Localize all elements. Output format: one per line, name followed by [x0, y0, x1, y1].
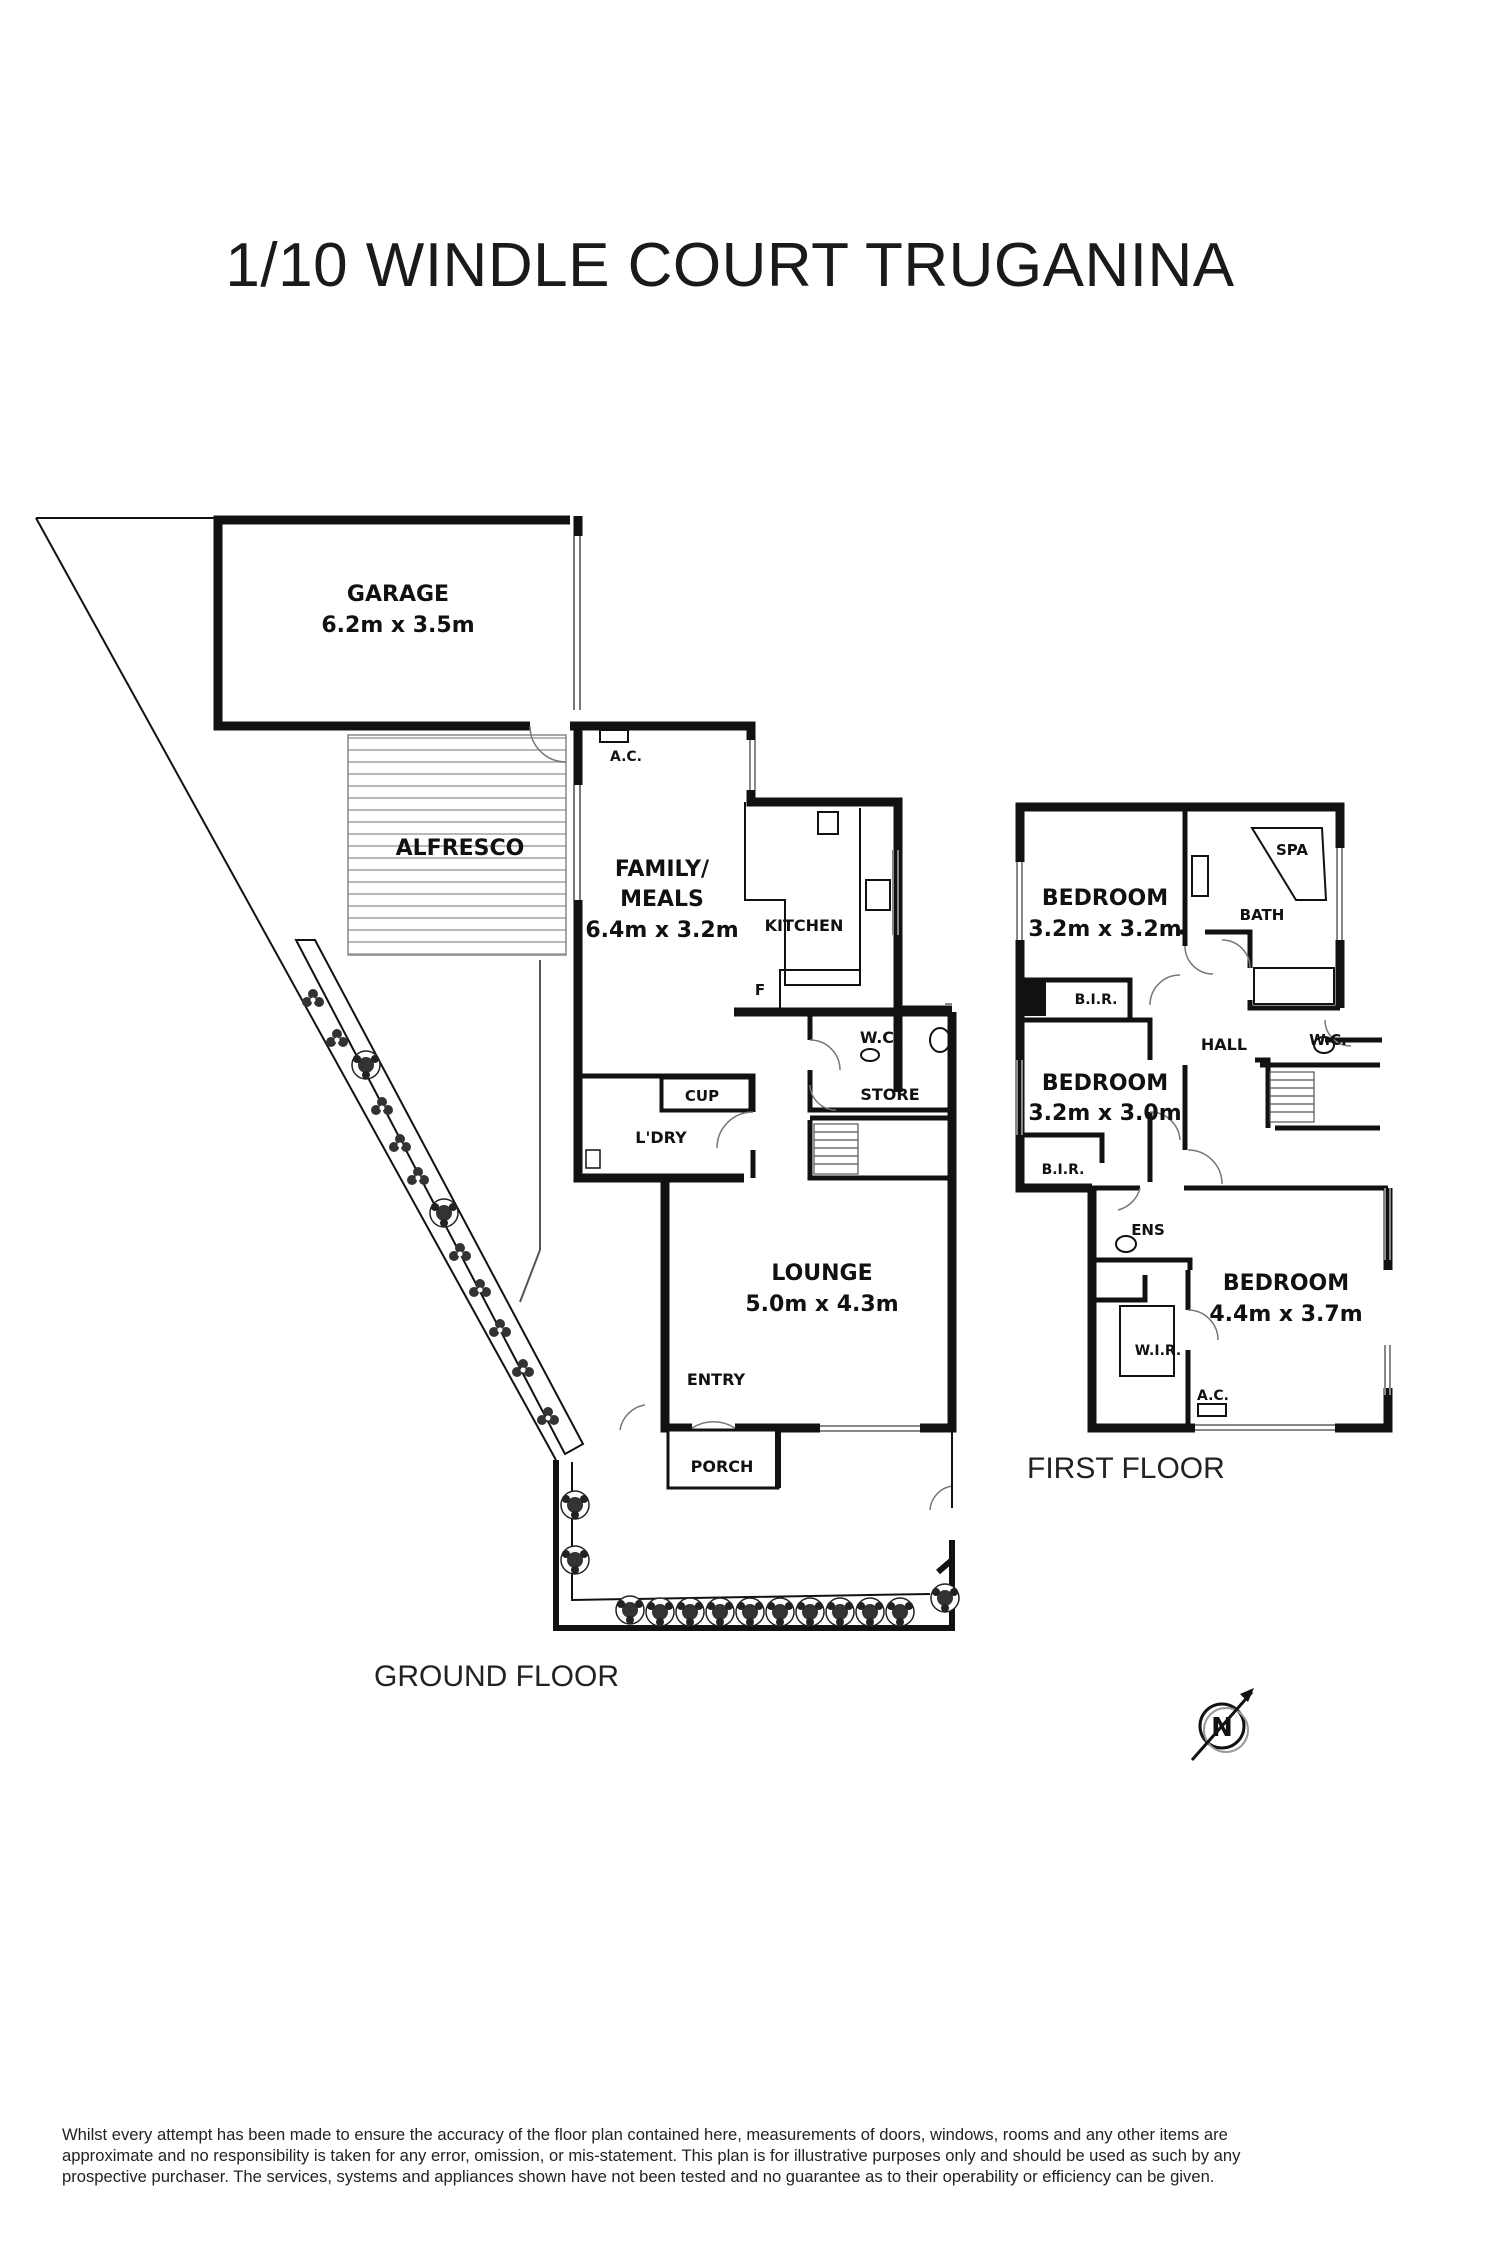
cupboard [660, 1076, 752, 1112]
alfresco-label: ALFRESCO [396, 836, 525, 861]
bedroom2-size: 3.2m x 3.0m [1028, 1101, 1181, 1126]
lounge-size: 5.0m x 4.3m [745, 1292, 898, 1317]
cup-label: CUP [685, 1087, 719, 1105]
bedroom1-size: 3.2m x 3.2m [1028, 917, 1181, 942]
spa-label: SPA [1276, 841, 1308, 859]
first-internal-walls [1020, 807, 1388, 1428]
laundry-label: L'DRY [635, 1128, 687, 1147]
bedroom3-size: 4.4m x 3.7m [1209, 1302, 1362, 1327]
wc-label-ground: W.C. [860, 1028, 900, 1047]
lounge-label: LOUNGE [771, 1261, 872, 1286]
front-garden-plants [560, 1490, 960, 1627]
first-floor-column [1022, 980, 1046, 1016]
hall-label: HALL [1201, 1035, 1247, 1054]
entry-label: ENTRY [687, 1370, 746, 1389]
ground-windows [749, 740, 952, 1432]
bath-label: BATH [1240, 906, 1285, 924]
sliding-door [573, 785, 581, 900]
first-floor-walls [1015, 802, 1393, 1433]
ground-floor-label: GROUND FLOOR [374, 1660, 620, 1693]
north-compass: N [1190, 1688, 1254, 1761]
garage-walls [213, 515, 583, 731]
garage-size: 6.2m x 3.5m [321, 613, 474, 638]
first-floor-label: FIRST FLOOR [1027, 1452, 1225, 1485]
ac-label-ground: A.C. [610, 749, 642, 765]
ens-label: ENS [1131, 1221, 1165, 1239]
first-floor-plan: BEDROOM 3.2m x 3.2m B.I.R. SPA BATH HALL… [1015, 802, 1393, 1433]
bir2-label: B.I.R. [1042, 1162, 1085, 1178]
boundary-line [35, 517, 557, 1461]
bathroom-fixtures [1115, 827, 1335, 1377]
boundary-line [519, 960, 541, 1303]
ground-floor-plan: GARAGE 6.2m x 3.5m ALFRESCO FAMILY/ MEAL… [35, 515, 960, 1631]
bedroom3-label: BEDROOM [1223, 1271, 1349, 1296]
bedroom2-label: BEDROOM [1042, 1071, 1168, 1096]
ac-label-first: A.C. [1197, 1388, 1229, 1404]
first-doors [1117, 939, 1352, 1341]
first-windows [1016, 848, 1391, 1431]
ac-unit-first [1197, 1403, 1227, 1417]
bedroom1-label: BEDROOM [1042, 886, 1168, 911]
kitchen-benches [744, 802, 891, 1012]
family-meals-label-2: MEALS [620, 887, 704, 912]
alfresco-deck [347, 734, 567, 956]
store-label: STORE [860, 1085, 919, 1104]
first-stairs [1269, 1071, 1315, 1123]
fridge-label: F [755, 981, 765, 999]
plan-title: 1/10 WINDLE COURT TRUGANINA [225, 231, 1235, 300]
bir1-label: B.I.R. [1075, 992, 1118, 1008]
ground-doors [619, 1039, 953, 1511]
ac-unit [599, 729, 629, 743]
ground-stairs [813, 1123, 859, 1175]
family-meals-label-1: FAMILY/ [615, 857, 710, 882]
garage-label: GARAGE [347, 582, 449, 607]
wc-label-first: W.C. [1309, 1031, 1347, 1049]
wir-label: W.I.R. [1135, 1343, 1182, 1359]
door-swing [529, 725, 567, 763]
kitchen-label: KITCHEN [765, 916, 844, 935]
disclaimer-text: Whilst every attempt has been made to en… [62, 2125, 1241, 2186]
porch-label: PORCH [691, 1457, 754, 1476]
porch-area [666, 1428, 780, 1490]
north-letter: N [1211, 1713, 1233, 1743]
family-meals-size: 6.4m x 3.2m [585, 918, 738, 943]
